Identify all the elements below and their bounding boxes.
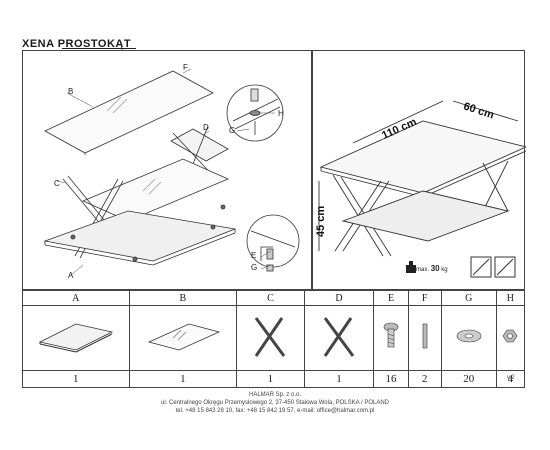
- part-image-g: [440, 305, 497, 371]
- no-chemicals-icon: [470, 256, 492, 278]
- part-letter-g: G: [440, 290, 497, 306]
- no-water-icon: [494, 256, 516, 278]
- x-leg-icon: [323, 316, 355, 357]
- label-b: B: [68, 87, 74, 96]
- label-a: A: [68, 271, 74, 280]
- part-qty-d: 1: [303, 370, 375, 388]
- part-letter-c: C: [236, 290, 305, 306]
- part-qty-g: 20: [440, 370, 497, 388]
- part-letter-f: F: [407, 290, 442, 306]
- parts-header-row: A B C D E F G H: [22, 290, 526, 306]
- label-d: D: [203, 123, 209, 132]
- max-load-unit: kg: [441, 267, 448, 273]
- label-c: C: [54, 179, 60, 188]
- part-image-f: [407, 305, 442, 371]
- glass-shelf-icon: [38, 323, 113, 352]
- part-image-e: [373, 305, 409, 371]
- version-label: v.2: [507, 375, 515, 381]
- part-letter-d: D: [303, 290, 375, 306]
- assembly-diagram-panel: F B D C A H G E G: [22, 50, 312, 290]
- label-h: H: [278, 109, 284, 118]
- glass-top-icon: [147, 323, 221, 350]
- part-letter-b: B: [128, 290, 238, 306]
- washer-icon: [456, 329, 482, 342]
- part-letter-h: H: [495, 290, 526, 306]
- product-title: XENA PROSTOKĄT: [22, 38, 132, 50]
- table-dimension-drawing: [318, 100, 526, 278]
- part-image-h: [495, 305, 526, 371]
- part-qty-h: 4: [495, 370, 526, 388]
- part-qty-a: 1: [22, 370, 130, 388]
- footer-address: ul. Centralnego Okręgu Przemysłowego 2, …: [160, 400, 389, 406]
- part-qty-b: 1: [128, 370, 238, 388]
- label-f: F: [183, 63, 188, 72]
- part-letter-e: E: [373, 290, 409, 306]
- part-qty-e: 16: [373, 370, 409, 388]
- parts-image-row: [22, 305, 526, 371]
- footer-company: HALMAR Sp. z o.o.: [248, 392, 302, 398]
- max-load-prefix: max.: [416, 267, 430, 273]
- title-underline: [62, 48, 136, 49]
- part-image-a: [22, 305, 130, 371]
- footer-contact: tel. +48 15 843 28 10, fax: +48 15 842 1…: [175, 408, 375, 414]
- height-dimension: 45 cm: [315, 205, 327, 237]
- assembly-drawing: [43, 68, 300, 276]
- parts-quantity-row: 1 1 1 1 16 2 20 4: [22, 370, 526, 388]
- weight-icon: [406, 261, 416, 273]
- dimension-panel: 110 cm 60 cm 45 cm: [312, 50, 526, 290]
- label-g-bottom: G: [251, 263, 258, 272]
- label-g-top: G: [229, 126, 236, 135]
- part-image-d: [303, 305, 375, 371]
- screw-icon: [383, 322, 399, 347]
- nut-icon: [503, 329, 518, 342]
- part-image-c: [236, 305, 305, 371]
- parts-table: A B C D E F G H: [22, 290, 526, 388]
- max-load-label: max. 30 kg: [416, 264, 448, 273]
- x-leg-icon: [255, 316, 286, 357]
- part-qty-c: 1: [236, 370, 305, 388]
- max-load-value: 30: [430, 264, 440, 273]
- part-qty-f: 2: [407, 370, 442, 388]
- part-letter-a: A: [22, 290, 130, 306]
- part-image-b: [128, 305, 238, 371]
- label-e: E: [251, 251, 257, 260]
- dowel-icon: [422, 323, 427, 348]
